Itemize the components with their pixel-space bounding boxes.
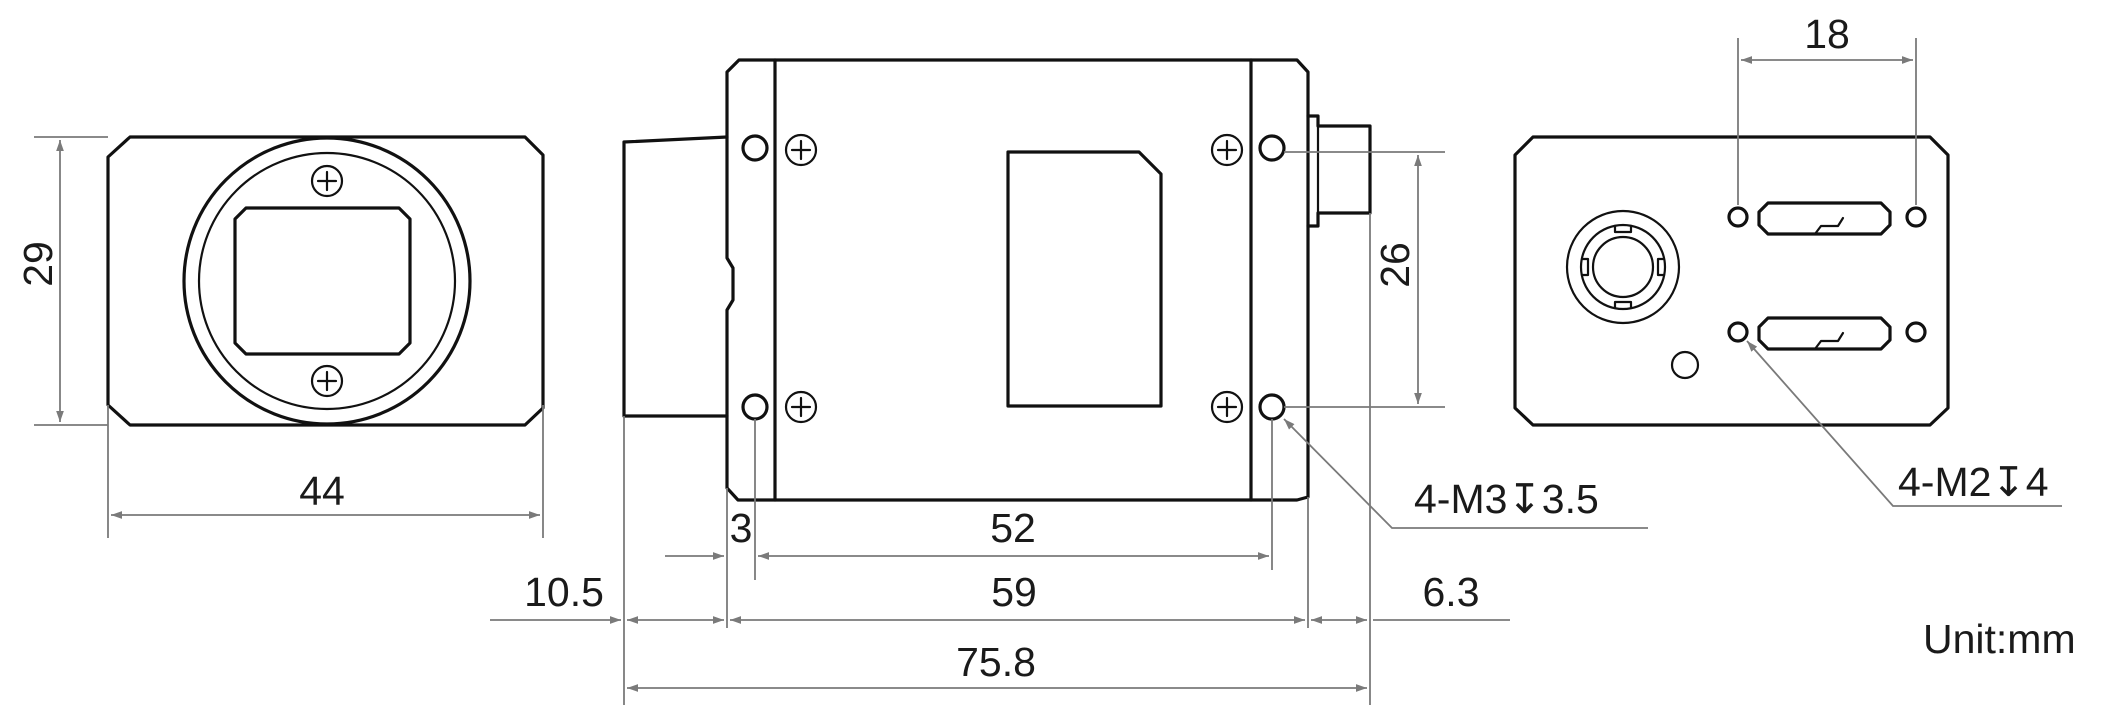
front-body-outline xyxy=(106,135,545,427)
side-hole-bottom-right xyxy=(1258,393,1286,421)
dim-6-3-label: 6.3 xyxy=(1423,569,1480,615)
dim-10-5-label: 10.5 xyxy=(524,569,604,615)
rear-body-outline xyxy=(1513,135,1950,427)
dim-59-label: 59 xyxy=(991,569,1037,615)
lens-mount-inner-ring xyxy=(197,151,457,411)
rear-hole-top-right xyxy=(1905,206,1927,228)
unit-label: Unit:mm xyxy=(1923,616,2076,662)
side-screw-top-left-icon xyxy=(784,133,818,167)
rear-hole-top-left xyxy=(1727,206,1749,228)
label-plate xyxy=(1006,150,1163,408)
rear-hole-bottom-left xyxy=(1727,321,1749,343)
upper-port-icon xyxy=(1757,201,1892,236)
dim-29-label: 29 xyxy=(15,241,61,287)
lens-mount-outer-ring xyxy=(182,136,472,426)
side-screw-top-right-icon xyxy=(1210,133,1244,167)
side-hole-bottom-left xyxy=(741,393,769,421)
front-bottom-screw-icon xyxy=(310,364,344,398)
rear-connector xyxy=(1306,114,1372,228)
round-connector-icon xyxy=(1565,209,1681,325)
side-hole-top-left xyxy=(741,134,769,162)
rear-view: 18 4-M2↧4 xyxy=(1513,11,2062,507)
side-body-outline xyxy=(725,58,1310,502)
sensor-window xyxy=(233,206,412,356)
dim-75-8-label: 75.8 xyxy=(956,639,1036,685)
dim-3-label: 3 xyxy=(730,505,753,551)
dim-26-label: 26 xyxy=(1372,242,1418,288)
side-holes-leader xyxy=(1283,418,1648,529)
lens-mount-protrusion xyxy=(622,135,729,418)
status-led xyxy=(1670,350,1700,380)
front-top-screw-icon xyxy=(310,164,344,198)
rear-hole-bottom-right xyxy=(1905,321,1927,343)
dim-52-label: 52 xyxy=(990,505,1036,551)
side-screw-bottom-left-icon xyxy=(784,390,818,424)
side-screw-bottom-right-icon xyxy=(1210,390,1244,424)
side-view: 26 4-M3↧3.5 3 52 10.5 59 6.3 75.8 xyxy=(490,58,1648,705)
side-holes-callout: 4-M3↧3.5 xyxy=(1414,476,1599,522)
dim-44-label: 44 xyxy=(299,468,345,514)
side-hole-top-right xyxy=(1258,134,1286,162)
rear-holes-callout: 4-M2↧4 xyxy=(1898,459,2049,505)
front-view: 29 44 xyxy=(15,135,545,538)
lower-port-icon xyxy=(1757,316,1892,351)
rear-holes-leader xyxy=(1746,340,2062,507)
dim-18-label: 18 xyxy=(1804,11,1850,57)
